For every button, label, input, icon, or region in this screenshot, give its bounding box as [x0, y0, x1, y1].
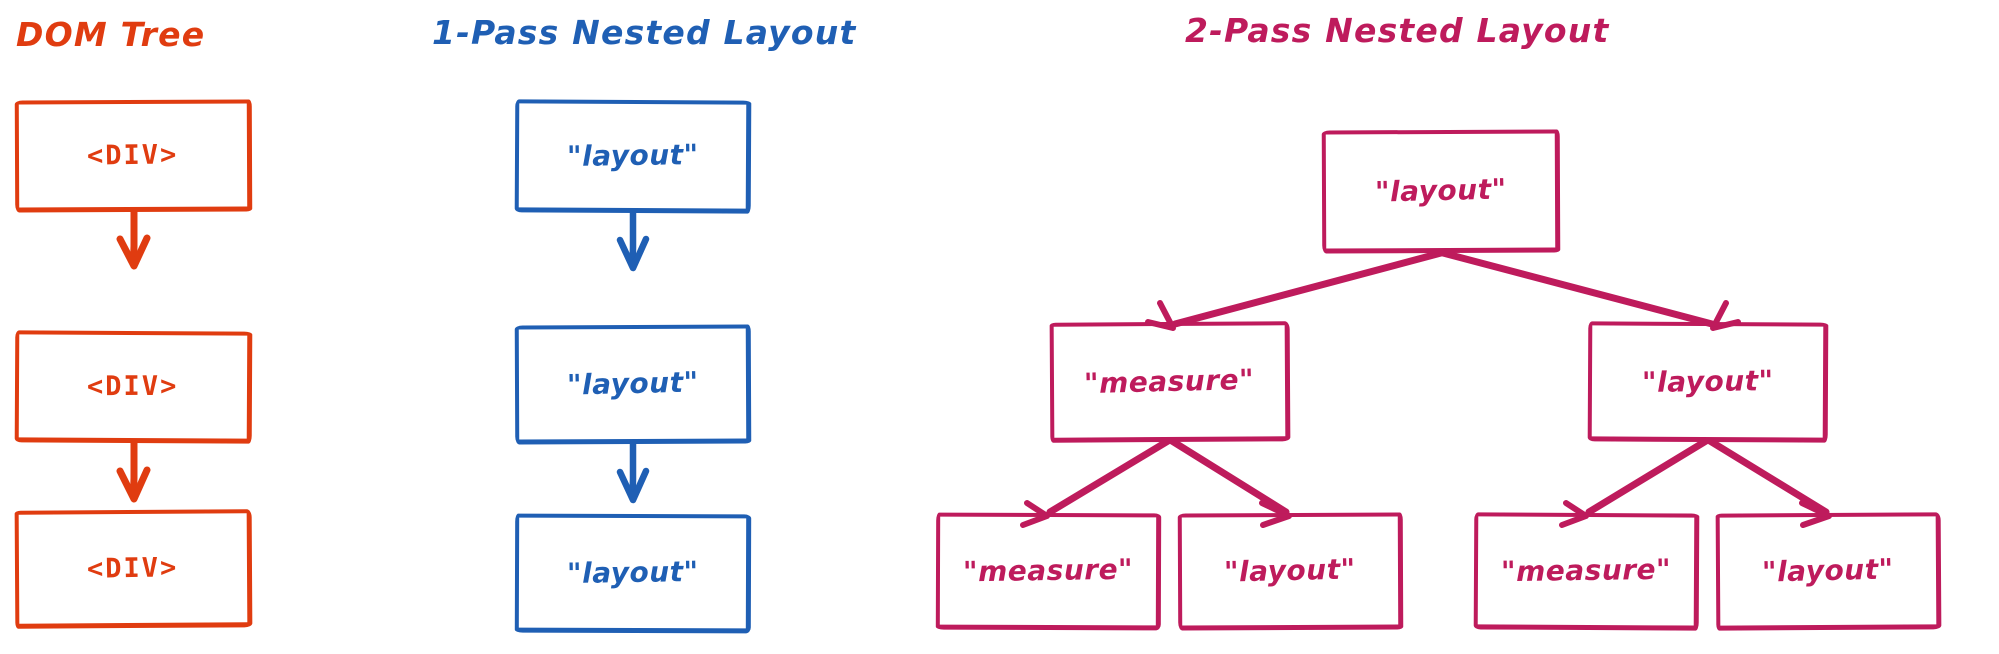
- dom-node-2-label: <DIV>: [87, 370, 179, 403]
- twopass-l2-measure[interactable]: "measure": [1049, 321, 1291, 443]
- twopass-l2-layout[interactable]: "layout": [1587, 321, 1829, 443]
- onepass-node-2-label: "layout": [566, 365, 699, 402]
- dom-node-3[interactable]: <DIV>: [14, 509, 253, 629]
- heading-one-pass: 1-Pass Nested Layout: [432, 13, 857, 52]
- twopass-l3-measure-a-label: "measure": [962, 552, 1134, 589]
- twopass-l3-layout-a-label: "layout": [1223, 552, 1357, 589]
- heading-dom-tree: DOM Tree: [16, 15, 206, 54]
- dom-node-2[interactable]: <DIV>: [14, 330, 253, 444]
- twopass-l2-measure-label: "measure": [1084, 362, 1255, 400]
- twopass-l3-layout-b[interactable]: "layout": [1715, 512, 1942, 631]
- twopass-l3-measure-b-label: "measure": [1500, 552, 1672, 589]
- twopass-l3-layout-b-label: "layout": [1761, 552, 1895, 589]
- twopass-l2-layout-label: "layout": [1641, 363, 1774, 399]
- onepass-node-1[interactable]: "layout": [514, 99, 752, 214]
- onepass-node-2[interactable]: "layout": [514, 324, 752, 445]
- onepass-node-1-label: "layout": [566, 138, 699, 173]
- onepass-node-3[interactable]: "layout": [514, 513, 752, 634]
- twopass-root-layout-label: "layout": [1374, 172, 1507, 209]
- twopass-l3-layout-a[interactable]: "layout": [1177, 512, 1404, 631]
- heading-two-pass: 2-Pass Nested Layout: [1185, 11, 1610, 50]
- onepass-node-3-label: "layout": [566, 554, 699, 591]
- twopass-l3-measure-a[interactable]: "measure": [935, 512, 1162, 631]
- twopass-root-layout[interactable]: "layout": [1321, 129, 1561, 254]
- dom-node-1[interactable]: <DIV>: [14, 99, 253, 213]
- twopass-l3-measure-b[interactable]: "measure": [1473, 512, 1700, 631]
- dom-node-1-label: <DIV>: [87, 139, 179, 172]
- dom-node-3-label: <DIV>: [87, 552, 179, 585]
